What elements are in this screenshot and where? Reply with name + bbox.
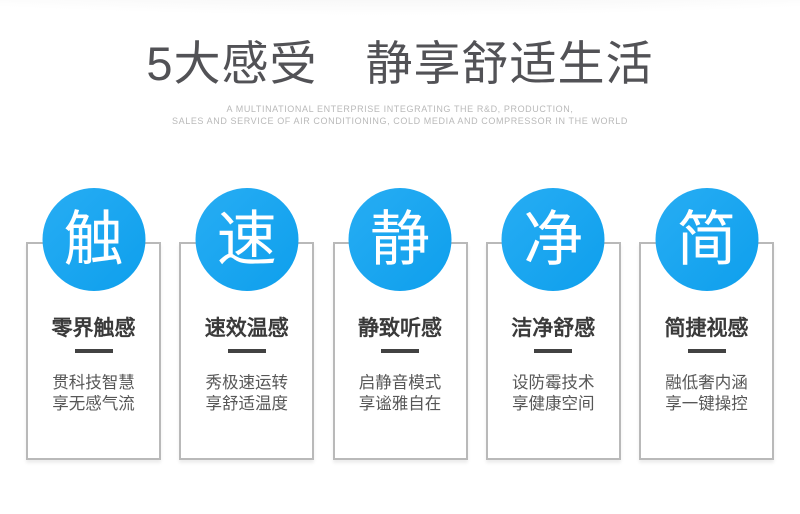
feature-badge-circle: 静	[348, 188, 452, 291]
feature-title: 洁净舒感	[511, 317, 596, 340]
feature-card-box: 速效温感 秀极速运转 享舒适温度	[179, 242, 315, 460]
section-header: 5大感受 静享舒适生活 A MULTINATIONAL ENTERPRISE I…	[0, 36, 800, 127]
feature-description: 设防霉技术 享健康空间	[488, 373, 619, 415]
feature-description-line-1: 融低奢内涵	[665, 374, 748, 392]
feature-description-line-2: 享舒适温度	[205, 395, 289, 413]
feature-description: 启静音模式 享谧雅自在	[335, 373, 466, 415]
subtitle-line-2: SALES AND SERVICE OF AIR CONDITIONING, C…	[172, 115, 628, 126]
feature-description-line-1: 贯科技智慧	[52, 374, 135, 392]
title-underline	[227, 349, 266, 353]
title-underline	[381, 349, 419, 353]
feature-badge-circle: 触	[42, 188, 145, 291]
page-title: 5大感受 静享舒适生活	[146, 37, 654, 90]
feature-description-line-1: 启静音模式	[358, 374, 442, 392]
subtitle-line-1: A MULTINATIONAL ENTERPRISE INTEGRATING T…	[226, 104, 574, 114]
feature-badge-circle: 简	[655, 188, 758, 291]
top-gradient-divider	[0, 0, 800, 34]
feature-description: 贯科技智慧 享无感气流	[28, 373, 159, 415]
feature-card-clean: 净 洁净舒感 设防霉技术 享健康空间	[485, 188, 621, 460]
feature-description-line-1: 秀极速运转	[205, 374, 289, 392]
feature-card-touch: 触 零界触感 贯科技智慧 享无感气流	[26, 188, 161, 460]
features-row: 触 零界触感 贯科技智慧 享无感气流 速 速效温感 秀极速运转 享舒适温度	[26, 188, 774, 460]
title-underline	[687, 349, 726, 353]
feature-description-line-2: 享一键操控	[665, 395, 748, 413]
title-underline	[534, 349, 573, 353]
feature-title: 零界触感	[51, 317, 136, 340]
feature-card-simple: 简 简捷视感 融低奢内涵 享一键操控	[639, 188, 774, 460]
feature-title: 简捷视感	[664, 317, 749, 340]
feature-card-speed: 速 速效温感 秀极速运转 享舒适温度	[179, 188, 315, 460]
feature-badge-circle: 速	[195, 188, 299, 291]
feature-description-line-2: 享无感气流	[52, 395, 135, 413]
feature-description-line-2: 享健康空间	[512, 395, 595, 413]
feature-description: 秀极速运转 享舒适温度	[181, 373, 312, 415]
feature-title: 速效温感	[204, 317, 289, 340]
title-underline	[74, 349, 113, 353]
subtitle: A MULTINATIONAL ENTERPRISE INTEGRATING T…	[0, 104, 800, 127]
feature-title: 静致听感	[358, 317, 442, 340]
feature-description-line-2: 享谧雅自在	[358, 395, 442, 413]
feature-card-quiet: 静 静致听感 启静音模式 享谧雅自在	[332, 188, 468, 460]
feature-description: 融低奢内涵 享一键操控	[641, 373, 772, 415]
feature-badge-circle: 净	[501, 188, 605, 291]
feature-description-line-1: 设防霉技术	[512, 374, 595, 392]
